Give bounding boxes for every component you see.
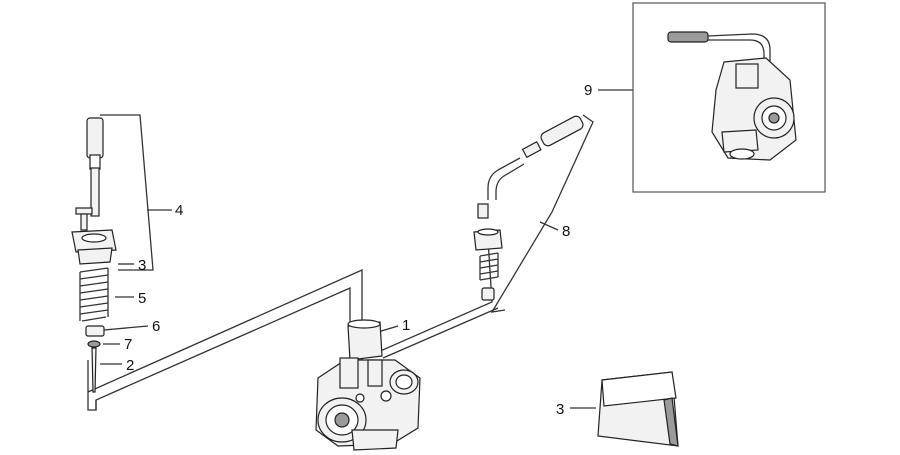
leader-lines	[100, 89, 634, 409]
cable-routing-lines	[87, 239, 499, 411]
instruction-bag-icon	[597, 371, 679, 447]
carburetor-body	[315, 319, 421, 451]
throttle-slide-assembly	[71, 117, 117, 393]
assembly-inset	[632, 2, 826, 193]
choke-cable-assembly	[473, 115, 584, 301]
callout-2: 2	[126, 357, 134, 374]
callout-7: 7	[124, 336, 132, 353]
callout-5: 5	[138, 290, 146, 307]
callout-labels: 4 3 5 6 7 2 1 8 9 3	[124, 82, 592, 418]
callout-9: 9	[584, 82, 592, 99]
callout-8: 8	[562, 223, 570, 240]
callout-3-cap: 3	[138, 257, 146, 274]
callout-1: 1	[402, 317, 410, 334]
callout-6: 6	[152, 318, 160, 335]
callout-4: 4	[175, 202, 183, 219]
callout-3-bag: 3	[556, 401, 564, 418]
